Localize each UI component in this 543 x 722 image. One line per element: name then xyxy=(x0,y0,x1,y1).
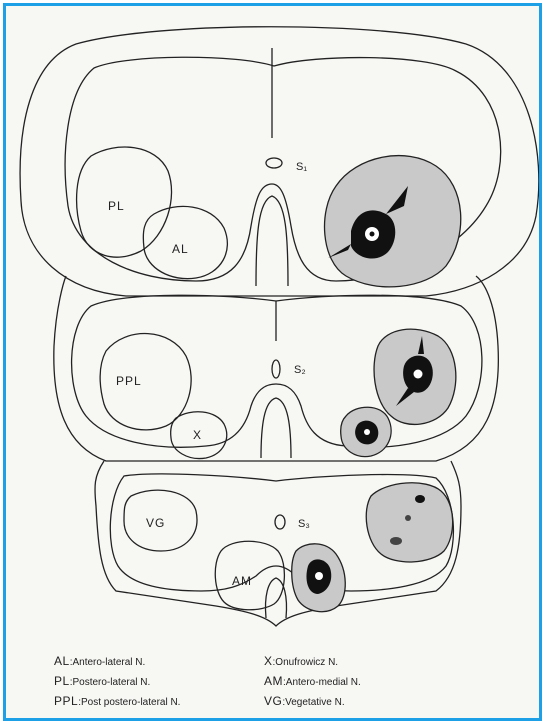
s2-neuron-cell-lower xyxy=(355,421,378,445)
section-s3 xyxy=(95,461,461,626)
legend-item-pl: PL:Postero-lateral N. xyxy=(54,674,150,688)
s1-central-stem xyxy=(256,196,288,286)
legend-item-x: X:Onufrowicz N. xyxy=(264,654,338,668)
segment-label-s1: S₁ xyxy=(296,161,307,173)
legend-item-ppl: PPL:Post postero-lateral N. xyxy=(54,694,180,708)
nucleus-label-vg: VG xyxy=(146,516,165,530)
nucleus-label-am: AM xyxy=(232,574,252,588)
segment-label-s3: S₃ xyxy=(298,518,310,530)
legend-item-vg: VG:Vegetative N. xyxy=(264,694,345,708)
s3-stained-nucleus-lateral xyxy=(366,483,452,562)
legend-item-al: AL:Antero-lateral N. xyxy=(54,654,145,668)
section-s1 xyxy=(20,27,539,296)
s2-central-stem xyxy=(261,398,291,458)
legend: AL:Antero-lateral N. PL:Postero-lateral … xyxy=(54,654,524,718)
spinal-cord-diagram: S₁ S₂ S₃ PL AL PPL X VG AM xyxy=(6,6,539,718)
nucleus-label-pl: PL xyxy=(108,199,125,213)
nucleus-label-x: X xyxy=(193,428,202,442)
nucleus-label-ppl: PPL xyxy=(116,374,142,388)
s2-central-canal xyxy=(272,360,280,378)
segment-label-s2: S₂ xyxy=(294,364,306,376)
section-s2 xyxy=(54,276,499,461)
s2-ppl-nucleus xyxy=(100,334,191,430)
s1-central-canal xyxy=(266,158,282,168)
nucleus-label-al: AL xyxy=(172,242,189,256)
legend-item-am: AM:Antero-medial N. xyxy=(264,674,361,688)
figure-frame: S₁ S₂ S₃ PL AL PPL X VG AM AL:Antero-lat… xyxy=(3,3,542,721)
s3-central-canal xyxy=(275,515,285,529)
